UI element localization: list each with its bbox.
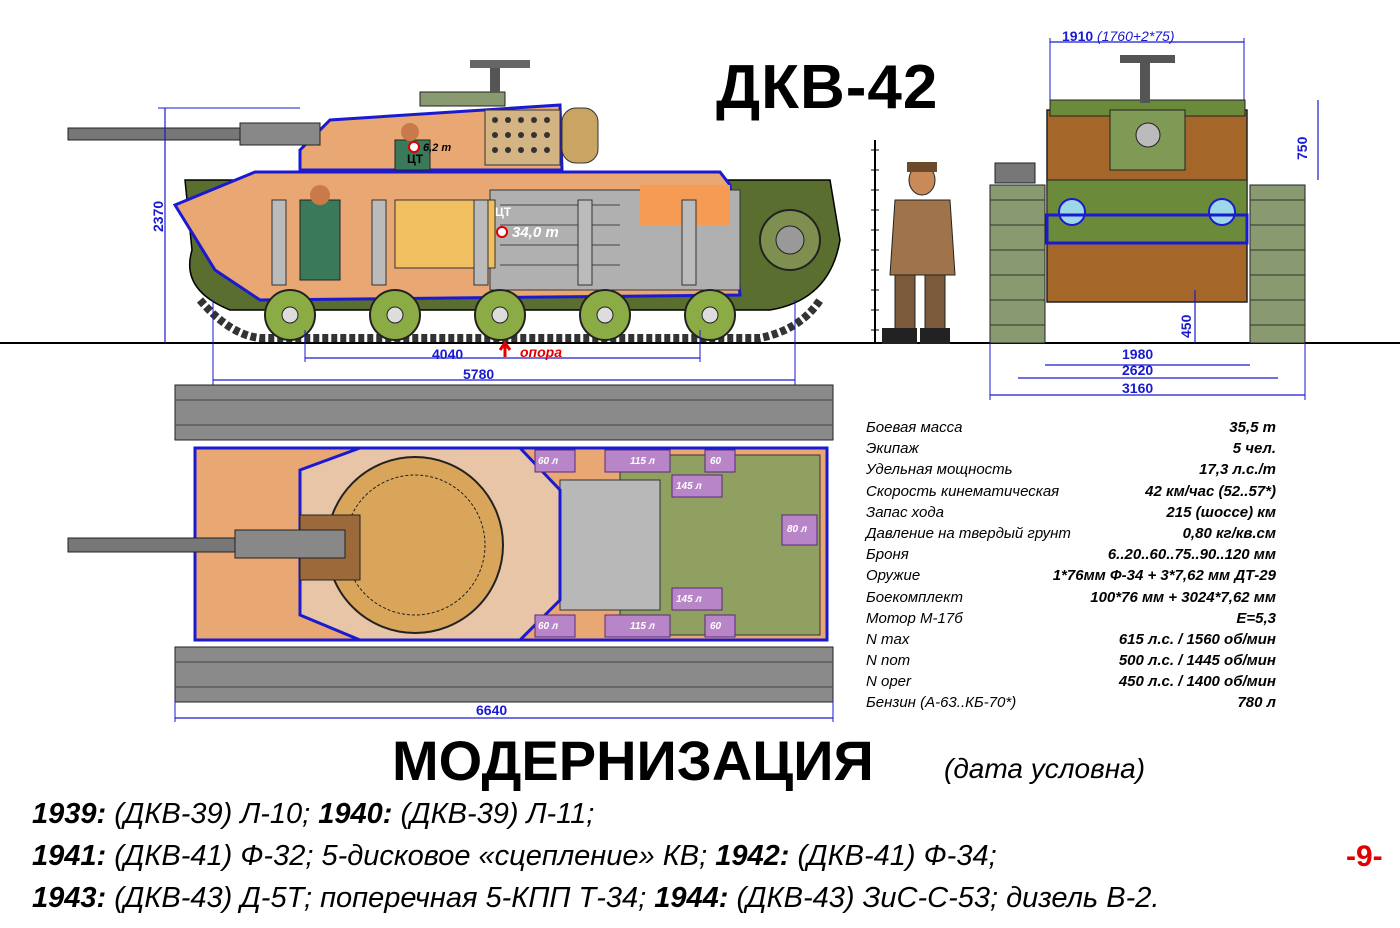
spec-value: 1*76мм Ф-34 + 3*7,62 мм ДТ-29 [1052,567,1276,585]
page-title: ДКВ-42 [716,53,939,122]
dim-width-top: 1910 (1760+2*75) [1062,28,1175,44]
fuel-tank-label: 60 л [538,456,559,467]
spec-value: 780 л [1237,694,1276,712]
fuel-tank-label: 145 л [676,481,702,492]
spec-row: Скорость кинематическая 42 км/час (52..57… [866,481,1276,502]
modernization-heading: МОДЕРНИЗАЦИЯ [392,729,874,792]
fuel-tank-label: 145 л [676,594,702,605]
spec-row: Боекомплект 100*76 мм + 3024*7,62 мм [866,587,1276,608]
spec-value: 500 л.с. / 1445 об/мин [1118,652,1276,670]
spec-label: Мотор М-17б [866,609,963,627]
spec-label: N max [866,630,910,648]
spec-row: Боевая масса 35,5 т [866,417,1276,438]
spec-label: Экипаж [866,440,919,458]
spec-value: E=5,3 [1236,609,1276,627]
dim-clearance: 450 [1178,314,1194,338]
spec-label: N oper [866,673,912,691]
fuel-tank-label: 115 л [630,456,655,467]
dim-total-length: 6640 [476,702,508,718]
spec-row: Оружие 1*76мм Ф-34 + 3*7,62 мм ДТ-29 [866,565,1276,586]
dim-turret-height: 750 [1294,136,1310,160]
spec-value: 0,80 кг/кв.см [1182,524,1276,542]
history-line-1: 1939: (ДКВ-39) Л-10; 1940: (ДКВ-39) Л-11… [32,798,595,830]
spec-row: N oper 450 л.с. / 1400 об/мин [866,671,1276,692]
spec-row: Удельная мощность 17,3 л.с./т [866,459,1276,480]
spec-label: Броня [866,546,909,564]
spec-label: Оружие [866,567,921,585]
cg-turret-marker [408,141,420,153]
spec-value: 35,5 т [1229,419,1276,436]
spec-row: Экипаж 5 чел. [866,438,1276,459]
cg-hull-mass: 34,0 т [512,224,559,241]
spec-label: Давление на твердый грунт [866,524,1071,542]
history-line-3: 1943: (ДКВ-43) Д-5Т; поперечная 5-КПП Т-… [32,882,1160,914]
spec-row: Запас хода 215 (шоссе) км [866,502,1276,523]
front-view [989,38,1319,400]
spec-value: 450 л.с. / 1400 об/мин [1118,673,1276,691]
soldier-figure [882,162,956,344]
side-view [67,60,841,385]
spec-label: Скорость кинематическая [866,482,1060,500]
spec-value: 100*76 мм + 3024*7,62 мм [1090,588,1276,606]
cg-hull-marker [496,226,508,238]
spec-label: Запас хода [866,503,944,521]
spec-label: Боекомплект [866,588,963,606]
support-label: опора [520,344,562,360]
cg-hull-label: ЦТ [495,205,512,219]
spec-row: N nom 500 л.с. / 1445 об/мин [866,650,1276,671]
fuel-tank-label: 115 л [630,621,655,632]
dim-hull-length-label: 5780 [463,366,495,382]
fuel-tank-label: 80 л [787,524,808,535]
dim-height-label: 2370 [150,200,166,232]
fuel-tank-label: 60 л [538,621,559,632]
spec-value: 42 км/час (52..57*) [1145,482,1276,500]
spec-row: Бензин (А-63..КБ-70*) 780 л [866,692,1276,713]
dim-track-center: 2620 [1122,362,1154,378]
spec-row: Мотор М-17б E=5,3 [866,608,1276,629]
spec-value: 5 чел. [1232,440,1276,458]
dim-total-width: 3160 [1122,380,1154,396]
dim-track-gauge: 1980 [1122,346,1154,362]
spec-value: 17,3 л.с./т [1199,461,1276,479]
spec-value: 615 л.с. / 1560 об/мин [1118,630,1276,648]
modernization-note: (дата условна) [944,753,1146,784]
spec-label: Боевая масса [866,419,963,436]
spec-value: 215 (шоссе) км [1166,503,1276,521]
spec-row: N max 615 л.с. / 1560 об/мин [866,629,1276,650]
scale-pole [871,140,879,343]
cg-turret-mass: 6,2 т [423,142,452,154]
fuel-tank-label: 60 [710,621,722,632]
history-line-2: 1941: (ДКВ-41) Ф-32; 5-дисковое «сцеплен… [32,840,997,872]
spec-value: 6..20..60..75..90..120 мм [1107,546,1276,564]
dim-support-label: 4040 [432,346,464,362]
page-number: -9- [1346,840,1383,873]
spec-row: Давление на твердый грунт 0,80 кг/кв.см [866,523,1276,544]
spec-label: Бензин (А-63..КБ-70*) [866,694,1017,712]
cg-turret-label: ЦТ [407,152,424,166]
spec-label: N nom [866,652,911,670]
fuel-tank-label: 60 [710,456,722,467]
spec-label: Удельная мощность [866,461,1013,479]
specs-table: Боевая масса 35,5 т Экипаж 5 чел. Удельная… [866,417,1276,714]
spec-row: Броня 6..20..60..75..90..120 мм [866,544,1276,565]
top-view [67,384,834,722]
